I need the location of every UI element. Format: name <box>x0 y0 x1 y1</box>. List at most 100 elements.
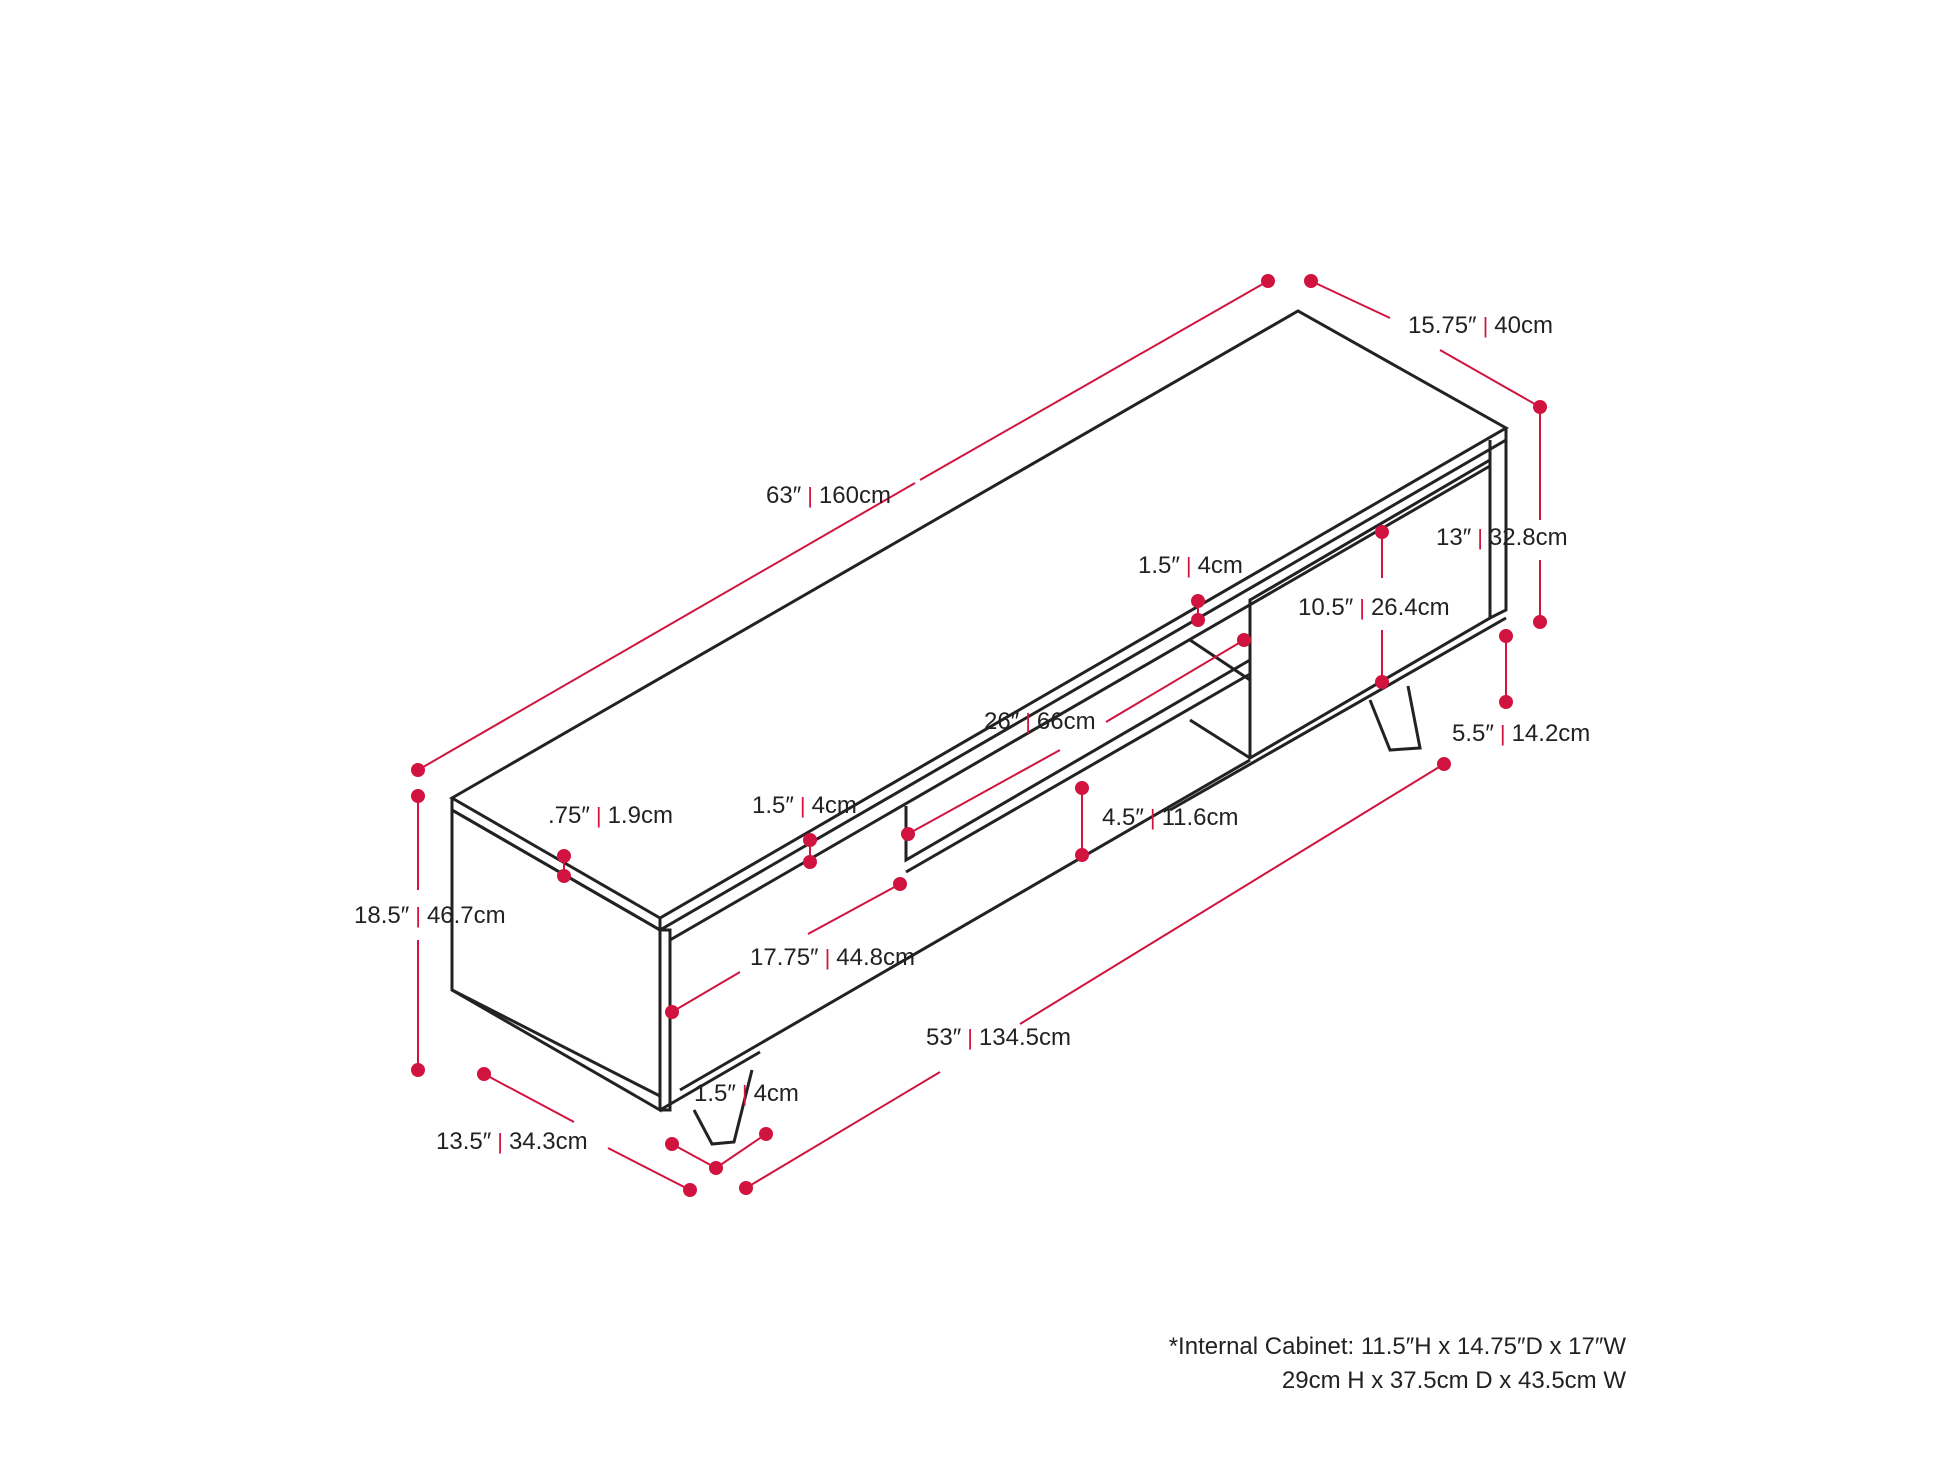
note-line-metric: 29cm H x 37.5cm D x 43.5cm W <box>1281 1367 1626 1394</box>
dim-dot <box>803 855 817 869</box>
metric-value: 160cm <box>818 482 891 509</box>
dim-label-top-thickness: 1.5″|4cm <box>1138 554 1243 578</box>
dim-label-lower-shelf: 4.5″|11.6cm <box>1102 806 1239 830</box>
left-panel-inner <box>451 988 661 1098</box>
metric-value: 1.9cm <box>607 802 673 829</box>
metric-value: 34.3cm <box>508 1128 588 1155</box>
metric-value: 44.8cm <box>836 944 915 971</box>
imperial-value: .75″ <box>548 802 590 829</box>
metric-value: 4cm <box>1197 552 1243 579</box>
dim-label-leg-thickness: 1.5″|4cm <box>694 1082 799 1106</box>
dim-dot <box>709 1161 723 1175</box>
imperial-value: 10.5″ <box>1298 594 1354 621</box>
metric-value: 32.8cm <box>1488 524 1568 551</box>
imperial-value: 26″ <box>984 708 1020 735</box>
separator: | <box>967 1025 973 1050</box>
bottom-right <box>1169 616 1507 812</box>
separator: | <box>1482 313 1489 338</box>
bottom-front <box>659 1050 761 1112</box>
dim-label-inner-width: 17.75″|44.8cm <box>750 946 915 970</box>
dim-dot <box>1437 757 1451 771</box>
dim-dot <box>759 1127 773 1141</box>
center-divider <box>904 658 1251 863</box>
dim-line-inner-width <box>671 971 741 1013</box>
dim-line-depth-top <box>1310 280 1391 319</box>
dim-dot <box>1191 613 1205 627</box>
dim-line-length-lower <box>417 482 916 771</box>
dim-dot <box>1191 594 1205 608</box>
separator: | <box>824 945 831 970</box>
separator: | <box>415 903 421 928</box>
dim-label-panel-left: 1.5″|4cm <box>752 794 857 818</box>
dim-dot <box>739 1181 753 1195</box>
dim-dot <box>1075 781 1089 795</box>
dim-label-edge: .75″|1.9cm <box>548 804 673 828</box>
metric-value: 46.7cm <box>426 902 506 929</box>
cabinet-shelf <box>1189 638 1251 682</box>
imperial-value: 53″ <box>926 1024 962 1051</box>
separator: | <box>1477 525 1483 550</box>
lower-shelf-front <box>679 758 1251 1092</box>
dim-label-leg-span: 53″|134.5cm <box>926 1026 1071 1050</box>
metric-value: 14.2cm <box>1511 720 1591 747</box>
separator: | <box>807 483 813 508</box>
dim-label-depth-top: 15.75″|40cm <box>1408 314 1553 338</box>
dim-line-open-width <box>907 749 1061 835</box>
imperial-value: 13″ <box>1436 524 1472 551</box>
metric-value: 26.4cm <box>1370 594 1450 621</box>
metric-value: 66cm <box>1036 708 1096 735</box>
metric-value: 40cm <box>1494 312 1553 339</box>
dim-dot <box>411 789 425 803</box>
separator: | <box>1499 721 1506 746</box>
imperial-value: 4.5″ <box>1102 804 1144 831</box>
dim-dot <box>1261 274 1275 288</box>
note-line-imperial: *Internal Cabinet: 11.5″H x 14.75″D x 17… <box>1168 1333 1626 1360</box>
dim-line-length-upper <box>919 280 1269 481</box>
imperial-value: 1.5″ <box>752 792 794 819</box>
dim-dot <box>411 1063 425 1077</box>
metric-value: 4cm <box>753 1080 799 1107</box>
imperial-value: 13.5″ <box>436 1128 492 1155</box>
imperial-value: 1.5″ <box>694 1080 736 1107</box>
dim-line-depth-base <box>483 1073 575 1123</box>
separator: | <box>595 803 602 828</box>
separator: | <box>741 1081 748 1106</box>
dim-dot <box>803 833 817 847</box>
dim-label-height: 18.5″|46.7cm <box>354 904 506 928</box>
separator: | <box>1185 553 1192 578</box>
separator: | <box>1025 709 1031 734</box>
dim-dot <box>1375 675 1389 689</box>
separator: | <box>1359 595 1365 620</box>
dim-dot <box>683 1183 697 1197</box>
rear-leg <box>1368 685 1422 752</box>
dim-line-leg-span <box>745 1071 941 1189</box>
divider-shelf <box>905 672 1251 874</box>
dim-dot <box>1375 525 1389 539</box>
dim-dot <box>665 1005 679 1019</box>
dim-dot <box>477 1067 491 1081</box>
dim-label-length: 63″|160cm <box>766 484 891 508</box>
separator: | <box>1149 805 1156 830</box>
dim-dot <box>1304 274 1318 288</box>
imperial-value: 15.75″ <box>1408 312 1477 339</box>
imperial-value: 17.75″ <box>750 944 819 971</box>
dim-label-side-height: 13″|32.8cm <box>1436 526 1568 550</box>
dim-dot <box>411 763 425 777</box>
imperial-value: 18.5″ <box>354 902 410 929</box>
metric-value: 4cm <box>811 792 857 819</box>
dim-label-leg-height: 5.5″|14.2cm <box>1452 722 1590 746</box>
separator: | <box>799 793 806 818</box>
dim-dot <box>1499 629 1513 643</box>
dim-label-compartment: 10.5″|26.4cm <box>1298 596 1450 620</box>
dim-dot <box>1533 615 1547 629</box>
internal-cabinet-note: *Internal Cabinet: 11.5″H x 14.75″D x 17… <box>1169 1330 1626 1398</box>
dim-dot <box>1499 695 1513 709</box>
imperial-value: 5.5″ <box>1452 720 1494 747</box>
dim-dot <box>893 877 907 891</box>
dim-label-open-width: 26″|66cm <box>984 710 1096 734</box>
separator: | <box>497 1129 503 1154</box>
imperial-value: 63″ <box>766 482 802 509</box>
